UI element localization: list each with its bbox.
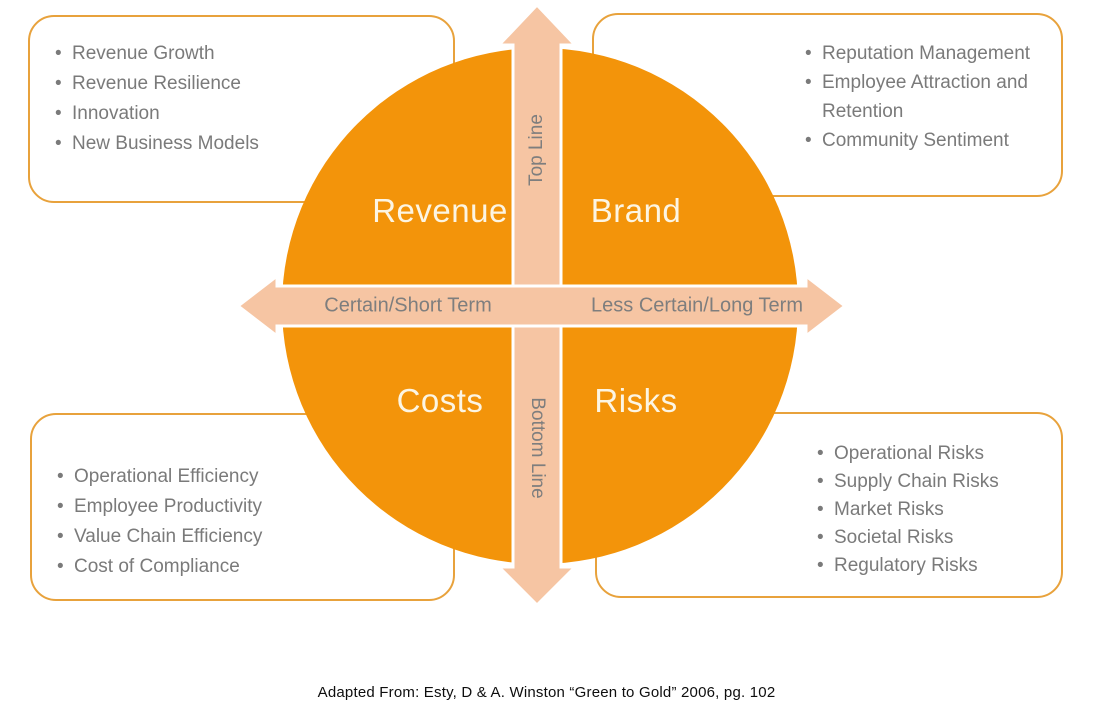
bullet-item: Innovation: [55, 99, 415, 129]
bottom-line-axis-label: Bottom Line: [527, 397, 548, 499]
bullet-item: Value Chain Efficiency: [57, 522, 417, 552]
bullet-item: Employee Productivity: [57, 492, 417, 522]
bullet-item: Operational Efficiency: [57, 462, 417, 492]
bullet-item: Revenue Growth: [55, 39, 415, 69]
revenue-quadrant-label: Revenue: [372, 192, 508, 229]
revenue-bullet-list: Revenue Growth Revenue Resilience Innova…: [55, 39, 415, 159]
costs-quadrant-label: Costs: [396, 382, 484, 419]
brand-quadrant-label: Brand: [590, 192, 682, 229]
bullet-item: Employee Attraction and Retention: [805, 68, 1050, 126]
bullet-item: Community Sentiment: [805, 126, 1050, 155]
risks-bullet-list: Operational Risks Supply Chain Risks Mar…: [817, 440, 1047, 580]
bullet-item: Reputation Management: [805, 39, 1050, 68]
brand-bullet-list: Reputation Management Employee Attractio…: [805, 39, 1050, 155]
bullet-item: Cost of Compliance: [57, 552, 417, 582]
bullet-item: Market Risks: [817, 496, 1047, 524]
bullet-item: Revenue Resilience: [55, 69, 415, 99]
bullet-item: Supply Chain Risks: [817, 468, 1047, 496]
bullet-item: New Business Models: [55, 129, 415, 159]
bullet-item: Regulatory Risks: [817, 552, 1047, 580]
certain-short-term-axis-label: Certain/Short Term: [324, 294, 492, 317]
source-caption: Adapted From: Esty, D & A. Winston “Gree…: [317, 684, 776, 701]
less-certain-long-term-axis-label: Less Certain/Long Term: [591, 294, 803, 317]
bullet-item: Operational Risks: [817, 440, 1047, 468]
top-line-axis-label: Top Line: [526, 114, 547, 186]
bullet-item: Societal Risks: [817, 524, 1047, 552]
costs-bullet-list: Operational Efficiency Employee Producti…: [57, 462, 417, 582]
risks-quadrant-label: Risks: [594, 382, 678, 419]
